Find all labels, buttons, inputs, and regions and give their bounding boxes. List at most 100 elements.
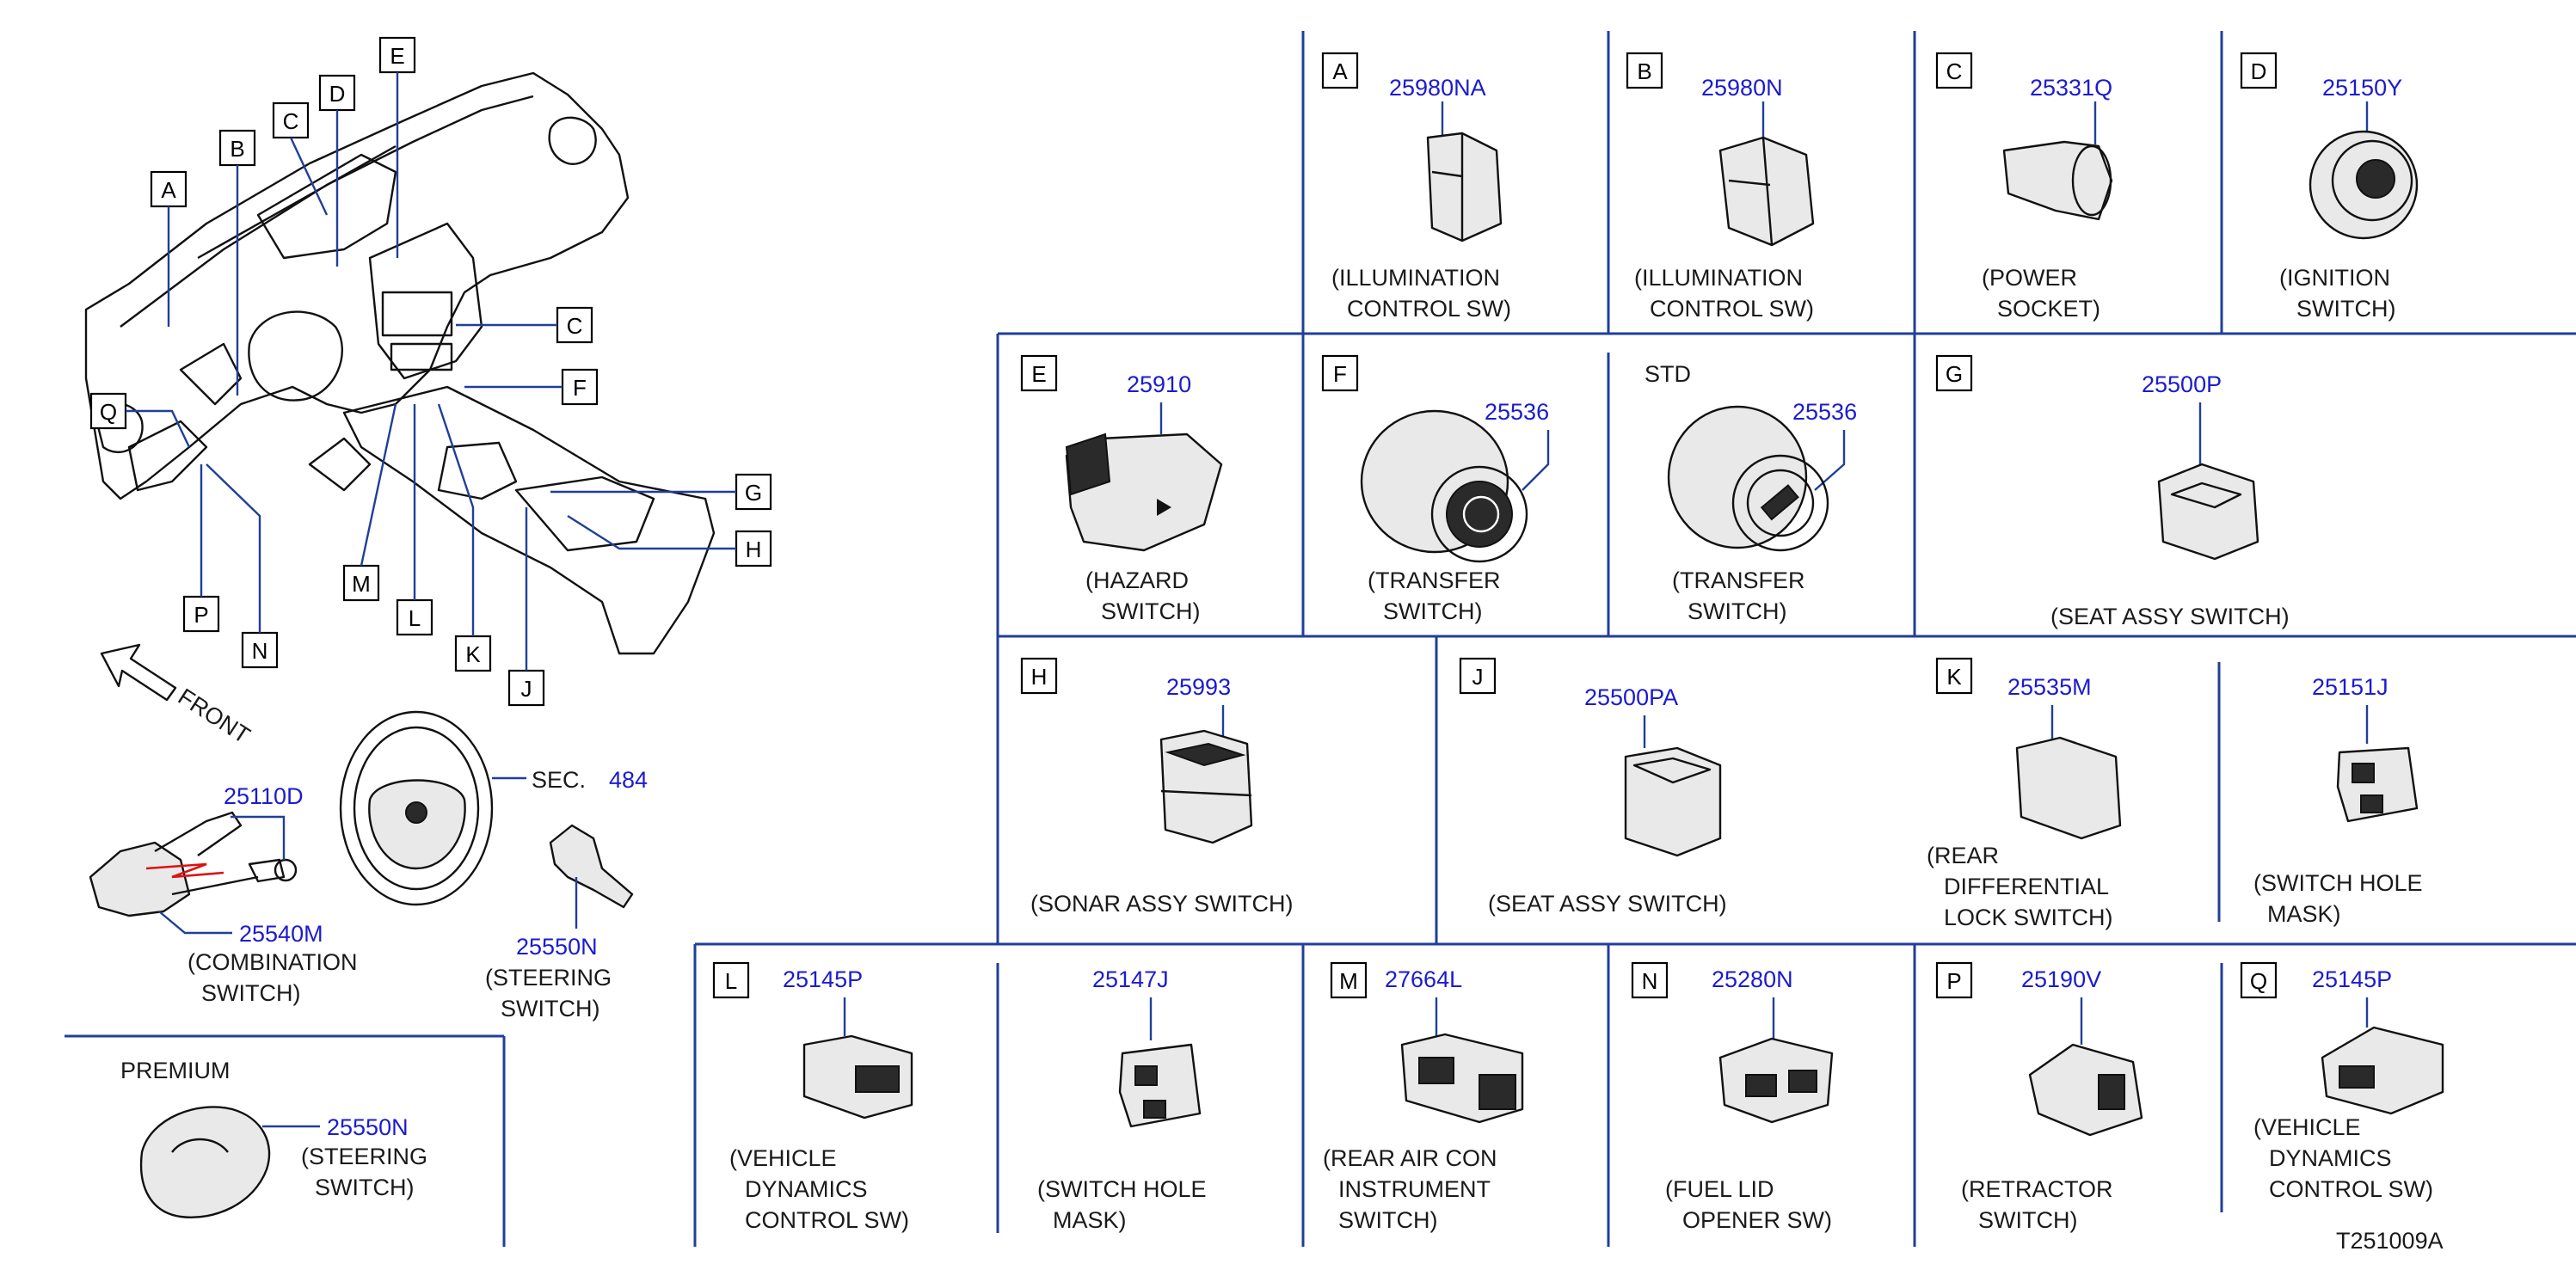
svg-text:D: D [329, 81, 346, 107]
svg-text:L: L [725, 968, 737, 994]
svg-text:(IGNITION: (IGNITION [2279, 265, 2390, 291]
premium-steering-group: PREMIUM 25550N (STEERING SWITCH) [120, 1058, 427, 1218]
callout-b: B [218, 129, 256, 396]
svg-text:A: A [161, 177, 176, 203]
part-number: 25535M [2007, 674, 2092, 700]
svg-text:SOCKET): SOCKET) [1997, 296, 2100, 322]
front-label: FRONT [174, 684, 255, 749]
svg-text:M: M [352, 571, 371, 597]
premium-steering-desc-1: (STEERING [301, 1144, 427, 1169]
svg-text:(TRANSFER: (TRANSFER [1672, 567, 1805, 593]
svg-text:(REAR AIR CON: (REAR AIR CON [1323, 1145, 1497, 1171]
callout-h: H [567, 514, 772, 567]
svg-text:DYNAMICS: DYNAMICS [2269, 1145, 2392, 1171]
callout-p: P [182, 464, 220, 633]
part-number: 25147J [1092, 966, 1169, 992]
part-number-25550n-a: 25550N [516, 934, 598, 960]
cell-m: M 27664L (REAR AIR CON INSTRUMENT SWITCH… [1323, 961, 1524, 1233]
svg-text:N: N [252, 638, 268, 664]
svg-text:P: P [1946, 968, 1961, 994]
cell-g: G 25500P (SEAT ASSY SWITCH) [1935, 354, 2290, 629]
part-number: 25910 [1127, 371, 1191, 397]
svg-text:(FUEL LID: (FUEL LID [1665, 1176, 1774, 1202]
svg-text:SWITCH): SWITCH) [1101, 598, 1200, 624]
premium-label: PREMIUM [120, 1058, 231, 1083]
svg-text:(SEAT ASSY SWITCH): (SEAT ASSY SWITCH) [1488, 891, 1727, 917]
svg-text:(SONAR ASSY SWITCH): (SONAR ASSY SWITCH) [1030, 891, 1294, 917]
svg-text:E: E [1031, 361, 1046, 387]
svg-text:(HAZARD: (HAZARD [1085, 567, 1189, 593]
part-number-25550n-b: 25550N [327, 1114, 409, 1140]
svg-text:F: F [573, 375, 587, 401]
svg-text:CONTROL SW): CONTROL SW) [745, 1207, 909, 1233]
part-number: 27664L [1385, 966, 1462, 992]
part-number: 25145P [783, 966, 863, 992]
svg-text:(VEHICLE: (VEHICLE [729, 1145, 837, 1171]
part-number: 25500PA [1584, 684, 1678, 710]
callout-n: N [206, 463, 279, 669]
part-number: 25980NA [1389, 75, 1486, 101]
svg-text:C: C [1946, 58, 1963, 84]
svg-text:M: M [1339, 968, 1358, 994]
svg-text:CONTROL SW): CONTROL SW) [1650, 296, 1814, 322]
svg-text:K: K [1946, 664, 1962, 690]
svg-text:LOCK SWITCH): LOCK SWITCH) [1944, 905, 2113, 930]
svg-text:H: H [1031, 664, 1048, 690]
svg-text:(ILLUMINATION: (ILLUMINATION [1634, 265, 1803, 291]
cell-k: K 25535M (REAR DIFFERENTIAL LOCK SWITCH) [1927, 657, 2122, 1117]
cell-c: C 25331Q (POWER SOCKET) [1935, 52, 2113, 322]
overview-callouts: A B C D E C F G H J K L M N P Q [89, 36, 772, 707]
callout-f: F [464, 368, 599, 406]
cell-switch-hole-mask-bottom: 25147J (SWITCH HOLE MASK) [1037, 966, 1207, 1233]
callout-k: K [437, 403, 492, 672]
cell-std: STD 25536 (TRANSFER SWITCH) [1645, 361, 1857, 624]
cell-e: E 25910 (HAZARD SWITCH) [1020, 354, 1223, 624]
svg-text:SWITCH): SWITCH) [1383, 598, 1482, 624]
steering-switch-desc-2: SWITCH) [501, 996, 599, 1021]
part-number-25540m: 25540M [239, 921, 323, 947]
cell-p: P 25190V (RETRACTOR SWITCH) [1935, 961, 2143, 1233]
callout-m: M [342, 403, 397, 602]
svg-text:CONTROL SW): CONTROL SW) [2269, 1176, 2433, 1202]
cell-l: L 25145P (VEHICLE DYNAMICS CONTROL SW) [712, 961, 913, 1233]
part-number: 25151J [2312, 674, 2388, 700]
svg-text:CONTROL SW): CONTROL SW) [1347, 296, 1511, 322]
part-number: 25331Q [2030, 75, 2112, 101]
svg-text:K: K [465, 641, 481, 667]
svg-text:L: L [409, 605, 421, 631]
cell-h: H 25993 (SONAR ASSY SWITCH) [1020, 657, 1294, 917]
svg-text:E: E [390, 43, 404, 69]
combination-switch-desc-2: SWITCH) [201, 980, 300, 1006]
dashboard-overview-drawing [84, 71, 716, 655]
part-number: 25145P [2312, 966, 2392, 992]
premium-steering-desc-2: SWITCH) [315, 1175, 414, 1200]
cell-switch-hole-mask-top: 25151J (SWITCH HOLE MASK) [2253, 674, 2423, 927]
std-label: STD [1645, 361, 1691, 387]
cell-d: D 25150Y (IGNITION SWITCH) [2240, 52, 2419, 322]
part-number: 25500P [2142, 371, 2222, 397]
svg-text:(SWITCH HOLE: (SWITCH HOLE [2253, 870, 2423, 896]
steering-switch-group: 25550N (STEERING SWITCH) [485, 824, 634, 1021]
svg-text:Q: Q [100, 399, 117, 425]
part-number: 25536 [1485, 399, 1549, 425]
svg-text:J: J [1472, 664, 1484, 690]
svg-text:(VEHICLE: (VEHICLE [2253, 1114, 2361, 1140]
svg-text:Q: Q [2250, 968, 2267, 994]
part-number: 25980N [1701, 75, 1783, 101]
part-number: 25190V [2021, 966, 2101, 992]
svg-text:INSTRUMENT: INSTRUMENT [1338, 1176, 1491, 1202]
svg-text:(ILLUMINATION: (ILLUMINATION [1331, 265, 1500, 291]
svg-text:P: P [194, 602, 208, 628]
svg-text:SWITCH): SWITCH) [1338, 1207, 1437, 1233]
part-number: 25150Y [2322, 75, 2402, 101]
callout-c-top: C [272, 101, 329, 216]
front-arrow-icon: FRONT [100, 643, 255, 749]
svg-text:(TRANSFER: (TRANSFER [1368, 567, 1501, 593]
svg-text:C: C [567, 313, 583, 339]
steering-switch-desc-1: (STEERING [485, 965, 612, 991]
part-number-25110d: 25110D [224, 783, 304, 809]
svg-text:(SEAT ASSY SWITCH): (SEAT ASSY SWITCH) [2050, 604, 2290, 629]
callout-e: E [378, 36, 416, 258]
svg-text:C: C [283, 108, 299, 134]
combination-switch-group: 25110D 25540M (COMBINATION SWITCH) [89, 783, 358, 1006]
